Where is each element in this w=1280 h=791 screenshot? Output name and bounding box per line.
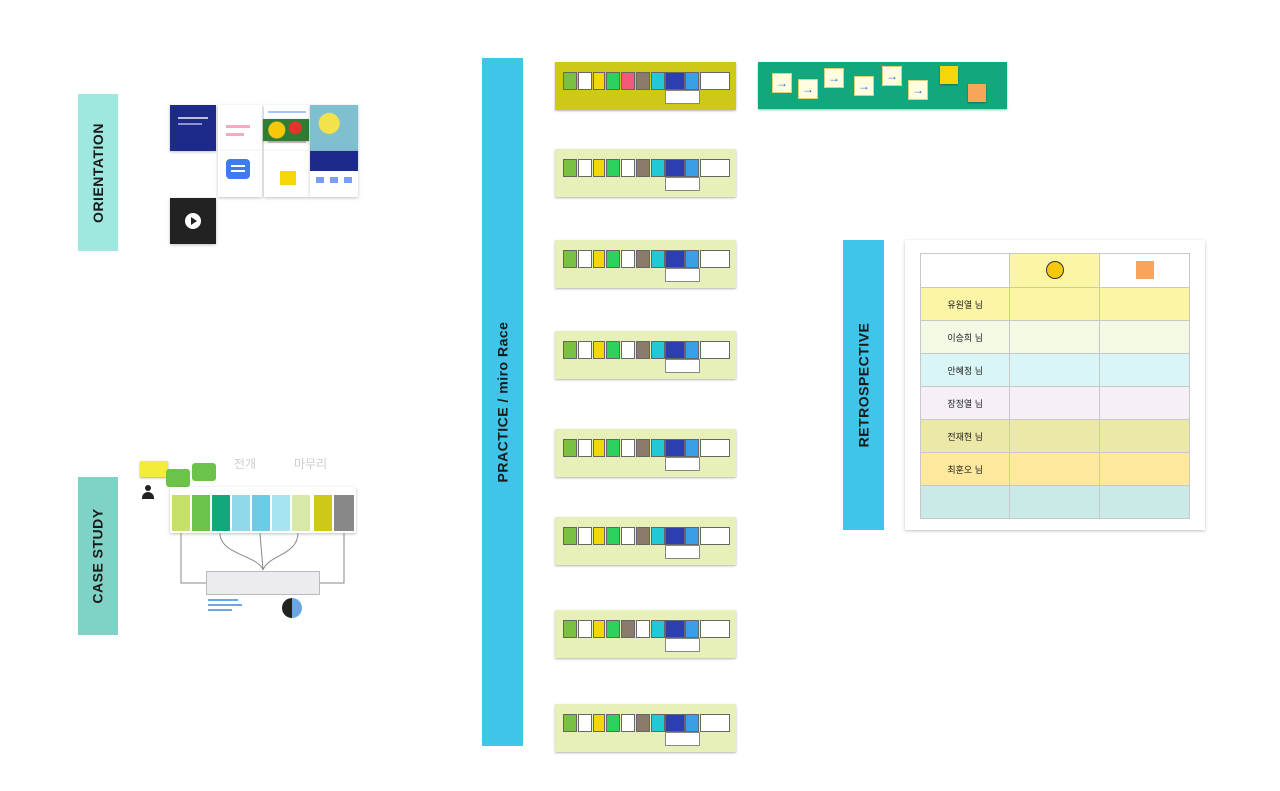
sticky-note[interactable] (968, 84, 986, 102)
case-study-label-text: CASE STUDY (90, 508, 107, 604)
person-icon (142, 485, 154, 499)
participant-name: 최훈오 님 (919, 452, 1011, 486)
practice-label-text: PRACTICE / miro Race (494, 321, 511, 483)
slide-thumbnail[interactable] (170, 105, 216, 151)
arrow-right-icon[interactable]: → (882, 66, 902, 86)
race-strip[interactable] (555, 149, 736, 197)
arrow-right-icon[interactable]: → (798, 79, 818, 99)
table-row: 안혜정 님 (919, 353, 1190, 387)
table-row: 전재현 님 (919, 419, 1190, 453)
arrow-board[interactable]: → → → → → → (758, 62, 1007, 109)
slide-thumbnail[interactable] (310, 105, 358, 151)
race-strip[interactable] (555, 240, 736, 288)
retrospective-section-label[interactable]: RETROSPECTIVE (843, 240, 884, 530)
contrast-icon (282, 598, 302, 618)
header-positive-cell (1009, 253, 1101, 288)
race-strip[interactable] (555, 429, 736, 477)
race-strip-active[interactable] (555, 62, 736, 110)
list-lines (208, 599, 244, 615)
orientation-section-label[interactable]: ORIENTATION (78, 94, 118, 251)
race-strip[interactable] (555, 704, 736, 752)
play-icon[interactable] (185, 213, 201, 229)
header-empty-cell (919, 253, 1011, 288)
retrospective-label-text: RETROSPECTIVE (855, 322, 872, 448)
sticky-note[interactable] (140, 461, 168, 477)
synthesis-box[interactable] (206, 571, 320, 595)
slide-thumbnail[interactable] (218, 105, 262, 151)
participant-name: 이승희 님 (919, 320, 1011, 354)
arrow-right-icon[interactable]: → (854, 76, 874, 96)
connector-lines (180, 532, 345, 584)
participant-name: 장정열 님 (919, 386, 1011, 420)
orientation-label-text: ORIENTATION (90, 122, 106, 223)
participant-name: 전재현 님 (919, 419, 1011, 453)
slide-thumbnail[interactable] (264, 151, 310, 197)
slide-thumbnail[interactable] (218, 151, 262, 197)
journey-map[interactable] (170, 487, 356, 533)
chat-icon (166, 469, 190, 487)
table-row: 장정열 님 (919, 386, 1190, 420)
table-row: 최훈오 님 (919, 452, 1190, 486)
header-improve-cell (1099, 253, 1190, 288)
emoji-icon (1045, 260, 1064, 279)
case-top-label: 전개 (234, 457, 257, 471)
table-row (919, 485, 1190, 519)
video-thumbnail[interactable] (170, 198, 216, 244)
case-top-label: 마무리 (294, 457, 328, 471)
arrow-right-icon[interactable]: → (824, 68, 844, 88)
case-study-board[interactable]: 전개 마무리 (138, 455, 363, 620)
race-strip[interactable] (555, 517, 736, 565)
race-strip[interactable] (555, 331, 736, 379)
chat-icon (192, 463, 216, 481)
retrospective-table: 유원열 님 이승희 님 안혜정 님 장정열 님 전재현 님 최훈오 님 (919, 253, 1190, 519)
sticky-note[interactable] (1135, 260, 1154, 279)
slide-thumbnail[interactable] (310, 151, 358, 197)
sticky-note[interactable] (940, 66, 958, 84)
case-study-section-label[interactable]: CASE STUDY (78, 477, 118, 635)
orientation-board[interactable] (170, 105, 358, 197)
slide-thumbnail[interactable] (263, 119, 309, 141)
arrow-right-icon[interactable]: → (772, 73, 792, 93)
practice-section-label[interactable]: PRACTICE / miro Race (482, 58, 523, 746)
table-row: 이승희 님 (919, 320, 1190, 354)
race-strip[interactable] (555, 610, 736, 658)
chat-icon (226, 159, 250, 179)
participant-name: 유원열 님 (919, 287, 1011, 321)
table-row: 유원열 님 (919, 287, 1190, 321)
retrospective-frame[interactable]: 유원열 님 이승희 님 안혜정 님 장정열 님 전재현 님 최훈오 님 (905, 240, 1205, 530)
participant-name: 안혜정 님 (919, 353, 1011, 387)
arrow-right-icon[interactable]: → (908, 80, 928, 100)
participant-name (919, 485, 1011, 519)
